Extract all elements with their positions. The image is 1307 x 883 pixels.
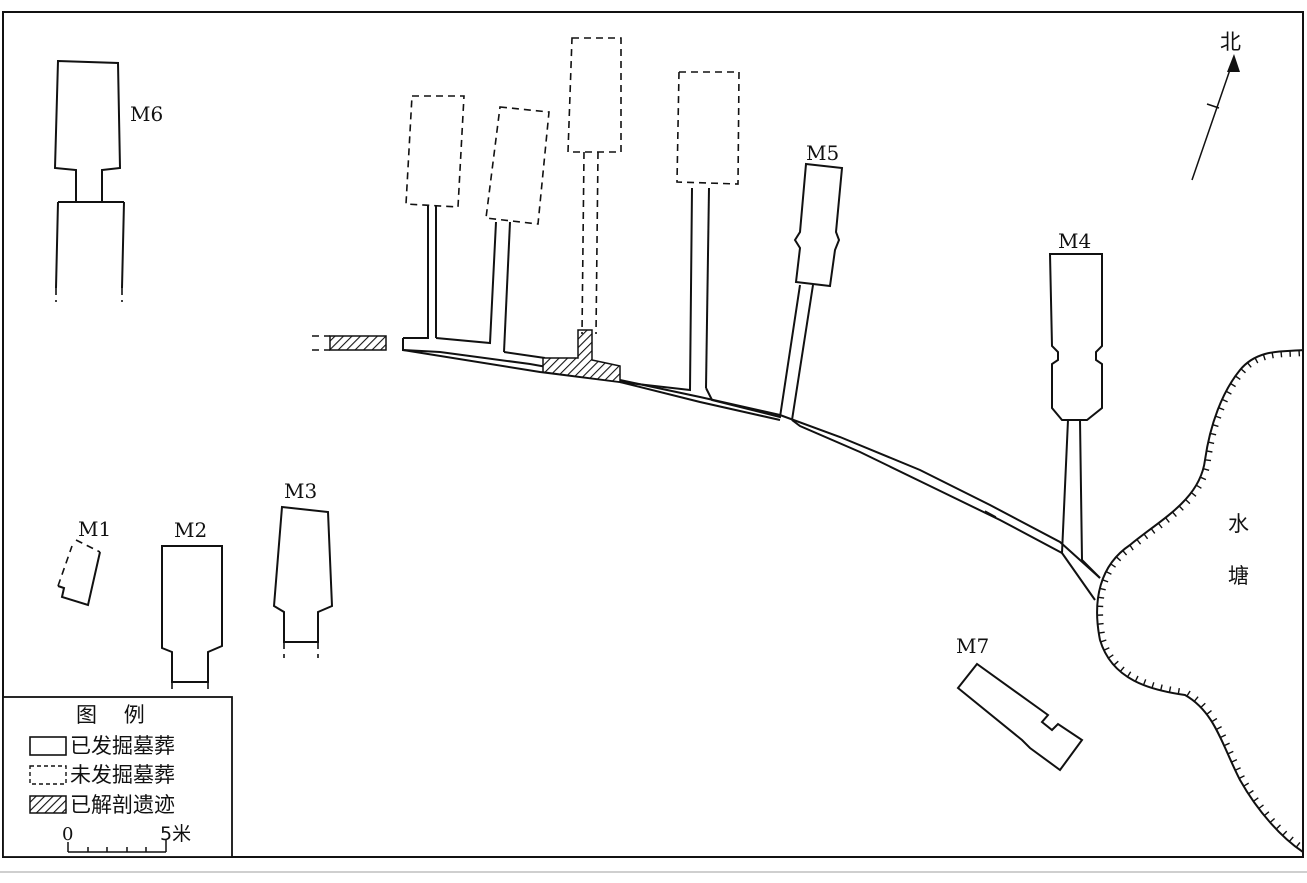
- tomb-m1: [57, 539, 101, 607]
- legend-item-excavated: 已发掘墓葬: [70, 734, 175, 758]
- label-m2: M2: [174, 518, 207, 542]
- label-m5: M5: [806, 141, 839, 165]
- label-m3: M3: [284, 479, 317, 503]
- scale-start: 0: [62, 824, 73, 845]
- north-label: 北: [1220, 30, 1241, 54]
- label-m7: M7: [956, 634, 989, 658]
- label-m4: M4: [1058, 229, 1091, 253]
- tomb-m2: [161, 545, 223, 694]
- legend-item-dissected: 已解剖遗迹: [70, 793, 175, 817]
- west-stub: [312, 335, 387, 351]
- map-frame: [2, 11, 1304, 858]
- pond-label-2: 塘: [1228, 564, 1249, 588]
- legend-item-unexcavated: 未发掘墓葬: [70, 763, 175, 787]
- excavated-feature: [542, 329, 621, 383]
- pond-boundary: [1096, 349, 1304, 853]
- label-m6: M6: [130, 102, 163, 126]
- pond-label-1: 水: [1228, 512, 1249, 536]
- unexcavated-tomb-2: [485, 106, 599, 335]
- label-m1: M1: [78, 517, 111, 541]
- legend-hatched-swatch: [29, 795, 67, 814]
- tomb-m7: [956, 662, 1084, 772]
- north-arrow: [1191, 54, 1240, 181]
- unexcavated-tomb-4: [676, 71, 740, 185]
- unexcavated-tomb-1: [405, 95, 465, 208]
- scale-end: 5米: [160, 823, 191, 845]
- legend: 图 例 已发掘墓葬 未发掘墓葬 已解剖遗迹 0 5米: [2, 696, 233, 858]
- tomb-m3: [272, 505, 334, 658]
- main-corridor: [402, 187, 1101, 601]
- unexcavated-tomb-3: [567, 37, 622, 153]
- legend-title: 图 例: [76, 703, 145, 727]
- tomb-m4: [1048, 253, 1103, 421]
- tomb-m6: [53, 59, 125, 302]
- legend-dashed-swatch: [29, 765, 67, 785]
- legend-solid-swatch: [29, 736, 67, 756]
- tomb-m5: [793, 162, 844, 288]
- scale-bar: 0 5米: [62, 823, 191, 853]
